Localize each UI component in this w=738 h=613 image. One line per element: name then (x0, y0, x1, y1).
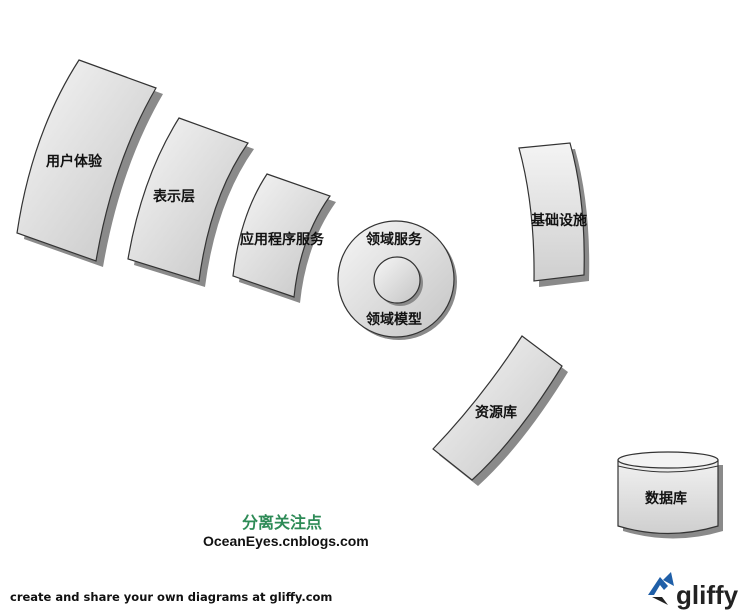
repository-label: 资源库 (475, 404, 517, 421)
footer-text[interactable]: create and share your own diagrams at gl… (10, 590, 332, 604)
gliffy-arrow-icon (648, 572, 674, 605)
presentation-layer: 表示层 (127, 117, 254, 287)
caption-title: 分离关注点 (242, 513, 322, 532)
user-experience-label: 用户体验 (46, 153, 103, 170)
caption-site: OceanEyes.cnblogs.com (203, 533, 369, 549)
repository-layer: 资源库 (432, 335, 568, 486)
database-label: 数据库 (645, 490, 687, 507)
domain-service-label: 领域服务 (366, 231, 423, 248)
infrastructure-label: 基础设施 (531, 212, 587, 229)
domain-model-label: 领域模型 (366, 311, 422, 328)
application-service-label: 应用程序服务 (240, 231, 325, 248)
domain-core: 领域服务 领域模型 (337, 220, 457, 340)
application-service-layer: 应用程序服务 (232, 173, 336, 303)
gliffy-logo[interactable]: gliffy (648, 572, 738, 610)
database-cylinder: 数据库 (617, 451, 723, 539)
presentation-label: 表示层 (152, 188, 195, 205)
user-experience-layer: 用户体验 (16, 59, 163, 267)
infrastructure-layer: 基础设施 (518, 142, 590, 287)
gliffy-wordmark: gliffy (676, 580, 738, 610)
